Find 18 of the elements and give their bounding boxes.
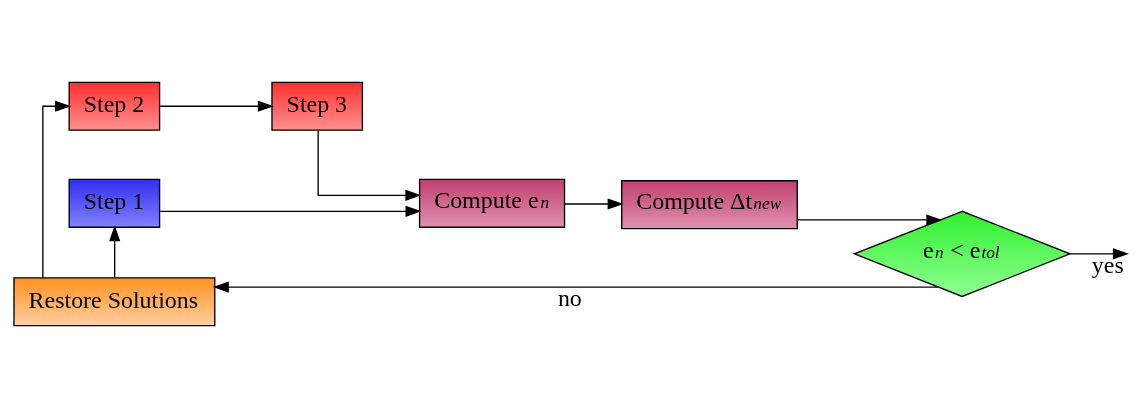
arrow xyxy=(42,100,72,279)
arrow xyxy=(212,281,939,293)
arrow xyxy=(796,214,943,226)
arrow xyxy=(159,205,422,217)
arrow xyxy=(109,225,121,279)
node-box: Step 3 xyxy=(271,81,364,131)
node-box: Compute en xyxy=(418,178,566,228)
node-diamond: en < etol xyxy=(852,210,1072,298)
node-box: Step 2 xyxy=(68,81,161,131)
arrow xyxy=(317,129,422,201)
node-box: Restore Solutions xyxy=(13,277,216,327)
edge-label: yes xyxy=(1091,252,1124,279)
node-box: Compute Δtnew xyxy=(621,180,798,230)
node-box: Step 1 xyxy=(68,178,161,228)
arrow xyxy=(564,198,624,210)
arrow xyxy=(159,100,274,112)
edge-label: no xyxy=(557,285,582,312)
arrow xyxy=(1069,248,1129,260)
